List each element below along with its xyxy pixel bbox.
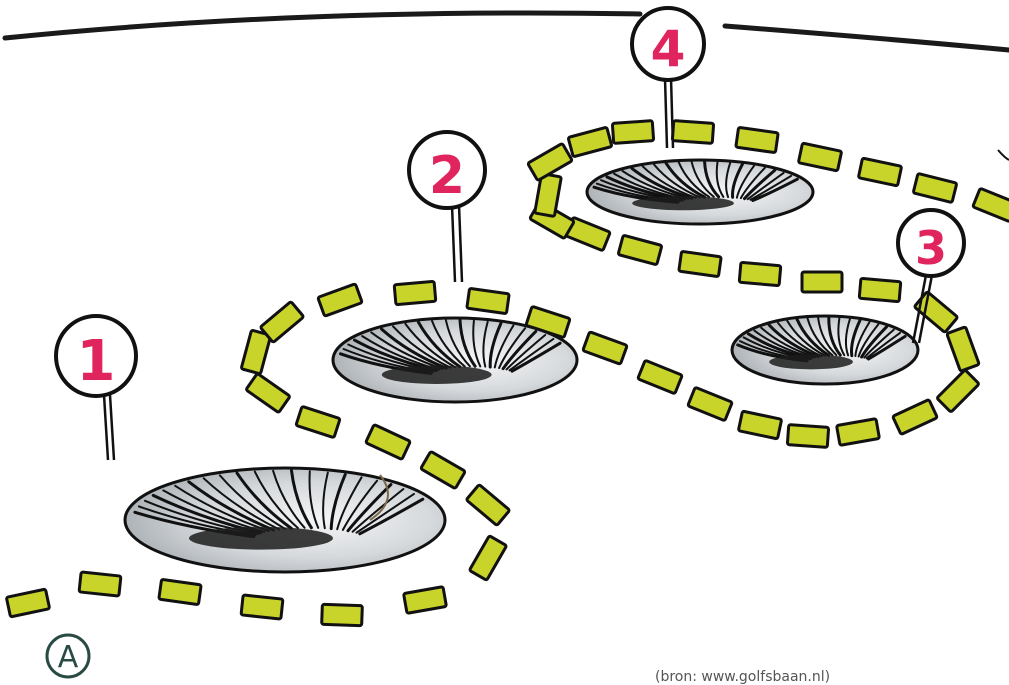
path-tile (467, 288, 509, 313)
pin-1: 1 (56, 316, 136, 460)
path-tile (246, 373, 290, 412)
path-tile (837, 419, 880, 446)
path-tile (787, 425, 828, 448)
path-tile (322, 604, 363, 625)
path-tile (79, 572, 121, 596)
start-marker: A (47, 635, 89, 677)
image-credit: (bron: www.golfsbaan.nl) (655, 669, 830, 685)
path-tile (260, 301, 303, 342)
path-tile (394, 281, 436, 304)
path-tile (672, 121, 713, 144)
hole-4 (587, 160, 813, 224)
path-tile (469, 536, 506, 581)
path-tile (937, 370, 979, 412)
offscreen-hole-edge (998, 150, 1009, 160)
path-tile (241, 595, 283, 619)
path-tile (798, 143, 841, 171)
path-tile (528, 143, 573, 180)
pin-2-number: 2 (429, 146, 465, 206)
path-tile (738, 411, 781, 439)
path-tile (366, 424, 411, 459)
path-tile (893, 399, 938, 434)
horizon-line-right (725, 26, 1009, 50)
path-tile (739, 262, 781, 285)
path-tile (466, 484, 509, 525)
path-tile (583, 332, 627, 364)
hole-2 (333, 318, 577, 402)
horizon-line (5, 13, 640, 38)
path-tile (296, 406, 340, 437)
path-tile (679, 251, 721, 276)
path-tile (159, 579, 201, 604)
path-tile (736, 127, 778, 152)
path-tile (913, 173, 957, 202)
hole-cup (382, 365, 492, 383)
path-tile (859, 278, 901, 301)
path-tile (947, 327, 979, 371)
path-tile (858, 158, 901, 186)
hole-1 (125, 468, 445, 572)
pin-3-number: 3 (915, 221, 947, 275)
hole-cup (632, 196, 734, 210)
start-marker-letter: A (58, 640, 79, 675)
path-tile (6, 589, 49, 617)
pin-4-number: 4 (651, 20, 686, 78)
path-tile (318, 284, 362, 316)
path-tile (404, 587, 447, 614)
path-tile (802, 272, 842, 292)
path-tile (688, 387, 733, 421)
hole-3 (732, 316, 918, 384)
path-tile (973, 188, 1009, 222)
path-tile (638, 360, 683, 394)
path-tile (612, 121, 653, 144)
pin-1-number: 1 (77, 329, 116, 394)
path-tile (421, 451, 466, 488)
path-tile (618, 235, 662, 265)
hole-cup (769, 354, 853, 369)
pin-2: 2 (409, 132, 485, 282)
path-tile (568, 127, 612, 157)
hole-cup (189, 527, 333, 550)
